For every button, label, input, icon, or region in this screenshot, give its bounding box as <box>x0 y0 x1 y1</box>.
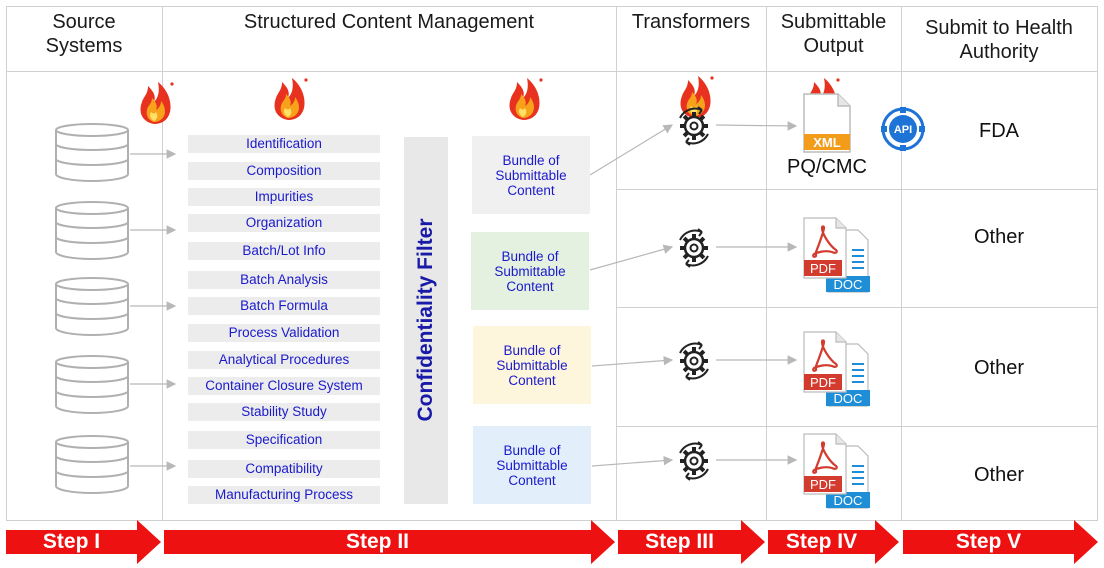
header-source-systems: Source Systems <box>45 11 123 57</box>
content-item: Batch/Lot Info <box>188 242 380 260</box>
database-icon <box>55 355 129 414</box>
pq-cmc-label: PQ/CMC <box>787 156 867 178</box>
destination-other-3: Other <box>973 464 1025 486</box>
doc-badge-text: DOC <box>834 277 863 292</box>
destination-other-2: Other <box>973 357 1025 379</box>
flame-icon <box>509 78 543 120</box>
database-icon <box>55 201 129 260</box>
bundle-label: Bundle of Submittable Content <box>496 442 568 488</box>
bundle-box-3: Bundle of Submittable Content <box>473 326 591 404</box>
database-icon <box>55 277 129 336</box>
content-item: Impurities <box>188 188 380 206</box>
bundle-label: Bundle of Submittable Content <box>496 342 568 388</box>
header-submittable-output: Submittable Output <box>780 11 887 57</box>
row-line-1 <box>616 189 1098 190</box>
bundle-label: Bundle of Submittable Content <box>495 152 567 198</box>
gear-cycle-icon <box>679 106 709 146</box>
flame-icon <box>140 82 174 124</box>
row-line-2 <box>616 307 1098 308</box>
row-line-3 <box>616 426 1098 427</box>
content-item: Manufacturing Process <box>188 486 380 504</box>
xml-badge-text: XML <box>813 135 841 150</box>
step-label: Step IV <box>785 530 858 553</box>
database-icon <box>55 123 129 182</box>
confidentiality-filter-bar <box>404 137 448 504</box>
xml-file-icon: XML <box>803 93 851 153</box>
step-arrow-2: Step II <box>164 520 615 564</box>
header-submit-health-authority: Submit to Health Authority <box>925 17 1073 63</box>
step-arrow-3: Step III <box>618 520 765 564</box>
database-icon <box>55 435 129 494</box>
step-label: Step III <box>645 530 714 553</box>
step-arrow-1: Step I <box>6 520 161 564</box>
pdf-badge-text: PDF <box>810 375 836 390</box>
flame-icon <box>274 78 308 120</box>
header-bottom-line <box>6 71 1098 72</box>
divider-1 <box>6 6 7 520</box>
divider-3 <box>616 6 617 520</box>
bundle-box-4: Bundle of Submittable Content <box>473 426 591 504</box>
content-item: Process Validation <box>188 324 380 342</box>
content-item: Organization <box>188 214 380 232</box>
destination-fda: FDA <box>979 120 1019 142</box>
pdf-badge-text: PDF <box>810 477 836 492</box>
doc-badge-text: DOC <box>834 391 863 406</box>
pdf-badge-text: PDF <box>810 261 836 276</box>
content-item: Batch Analysis <box>188 271 380 289</box>
confidentiality-filter-label: Confidentiality Filter <box>414 218 437 422</box>
bundle-box-2: Bundle of Submittable Content <box>471 232 589 310</box>
divider-4 <box>766 6 767 520</box>
content-item: Identification <box>188 135 380 153</box>
step-label: Step I <box>42 530 101 553</box>
divider-2 <box>162 6 163 520</box>
gear-cycle-icon <box>679 441 709 481</box>
content-item: Analytical Procedures <box>188 351 380 369</box>
divider-5 <box>901 6 902 520</box>
header-transformers: Transformers <box>631 11 751 33</box>
step-label: Step V <box>955 530 1022 553</box>
header-structured-content: Structured Content Management <box>243 11 535 33</box>
destination-other-1: Other <box>973 226 1025 248</box>
step-arrow-4: Step IV <box>768 520 899 564</box>
content-item: Container Closure System <box>188 377 380 395</box>
gear-cycle-icon <box>679 341 709 381</box>
bundle-label: Bundle of Submittable Content <box>494 248 566 294</box>
gear-cycle-icon <box>679 228 709 268</box>
content-item: Specification <box>188 431 380 449</box>
content-item: Composition <box>188 162 380 180</box>
api-badge-text: API <box>894 124 912 136</box>
step-arrow-5: Step V <box>903 520 1098 564</box>
api-gear-icon: API <box>881 107 925 151</box>
doc-badge-text: DOC <box>834 493 863 508</box>
bundle-box-1: Bundle of Submittable Content <box>472 136 590 214</box>
header-top-line <box>6 6 1098 7</box>
content-item: Compatibility <box>188 460 380 478</box>
content-item: Stability Study <box>188 403 380 421</box>
content-item: Batch Formula <box>188 297 380 315</box>
bottom-line <box>6 520 1098 521</box>
divider-6 <box>1097 6 1098 520</box>
step-label: Step II <box>345 530 409 553</box>
